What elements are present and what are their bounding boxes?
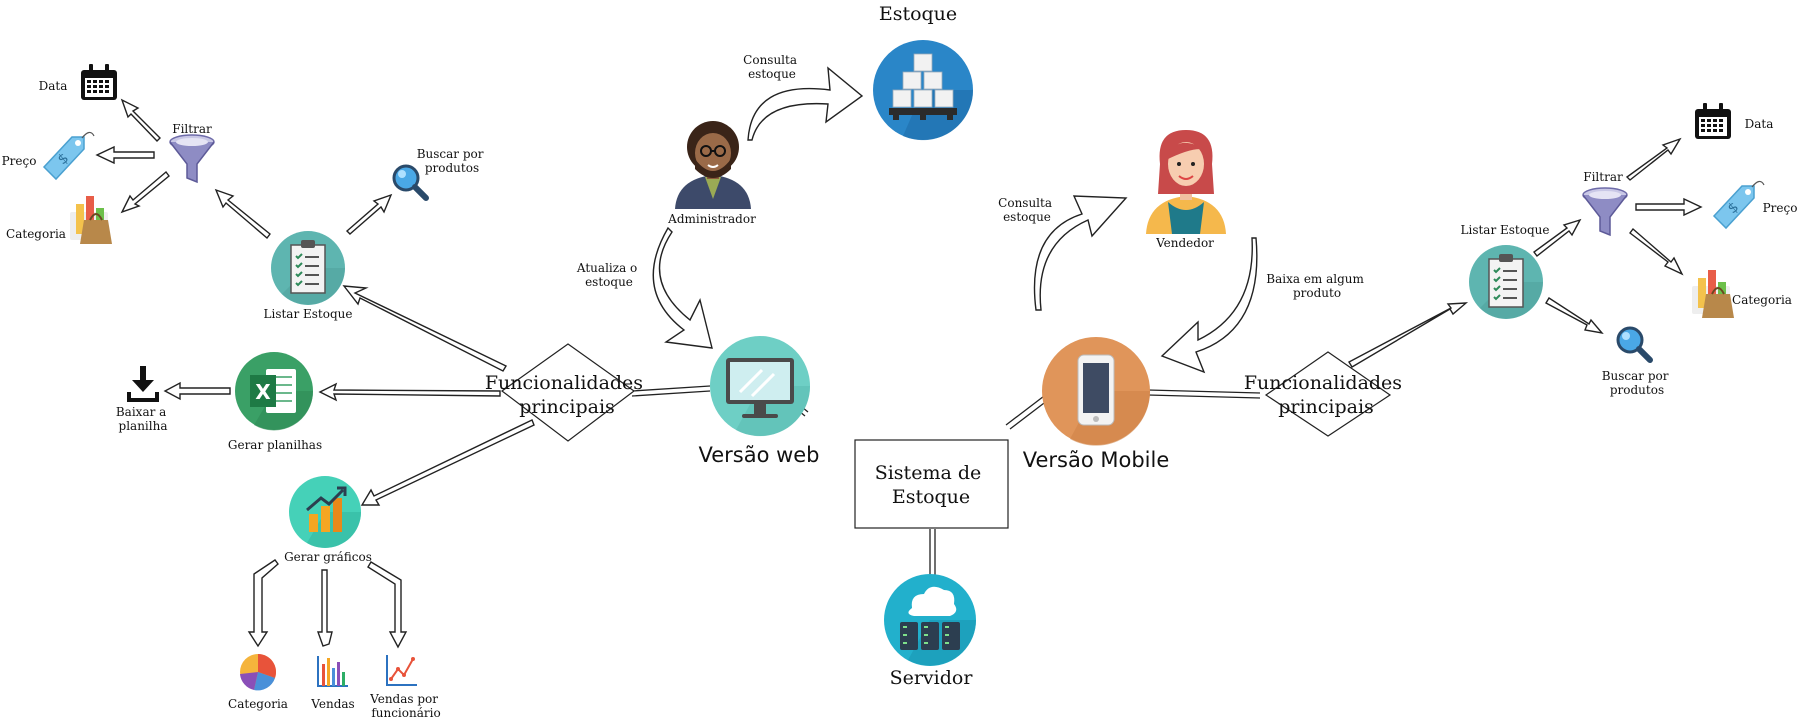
excel-icon: X [235, 352, 314, 431]
left-gerar-graficos-label: Gerar gráficos [284, 550, 372, 564]
servidor-label: Servidor [890, 667, 974, 689]
func-left-label: Funcionalidades principais [485, 372, 649, 418]
diamond-right [1264, 351, 1392, 437]
atualiza-estoque-label: Atualiza o estoque [576, 261, 641, 289]
right-categoria-label: Categoria [1732, 293, 1792, 307]
diamond-left [500, 343, 636, 442]
estoque-title: Estoque [879, 3, 957, 25]
left-preco-label: Preço [2, 154, 37, 168]
monitor-icon [710, 336, 811, 437]
left-gerar-planilhas-label: Gerar planilhas [228, 438, 322, 452]
magnifier-icon [394, 166, 426, 198]
bar-chart-small-icon [317, 656, 348, 687]
arrows [95, 66, 1703, 649]
chart-vendas-label: Vendas [310, 697, 354, 711]
left-buscar-label: Buscar por produtos [417, 147, 488, 175]
boxes-icon [873, 40, 974, 141]
price-tag-icon-right [1713, 180, 1765, 229]
consulta-estoque-vend-label: Consulta estoque [998, 196, 1056, 224]
administrator-avatar [675, 121, 751, 209]
right-listar-label: Listar Estoque [1461, 223, 1550, 237]
calendar-icon-right [1695, 103, 1731, 139]
bar-chart-icon [289, 476, 361, 548]
versao-mobile-label: Versão Mobile [1023, 448, 1170, 472]
calendar-icon [81, 64, 117, 100]
price-tag-icon [43, 131, 95, 180]
right-data-label: Data [1745, 117, 1774, 131]
line-chart-icon [386, 655, 417, 686]
left-data-label: Data [39, 79, 68, 93]
bag-icon [69, 195, 113, 245]
consulta-estoque-admin-label: Consulta estoque [743, 53, 801, 81]
versao-web-label: Versão web [698, 443, 819, 467]
left-listar-label: Listar Estoque [264, 307, 353, 321]
left-filtrar-label: Filtrar [172, 122, 212, 136]
sistema-label: Sistema de Estoque [875, 462, 988, 508]
chart-vendas-func-label: Vendas por funcionário [369, 692, 442, 719]
svg-text:X: X [255, 380, 271, 404]
vendedor-avatar [1146, 130, 1226, 234]
left-baixar-label: Baixar a planilha [116, 405, 170, 433]
right-preco-label: Preço [1763, 201, 1798, 215]
administrador-label: Administrador [667, 212, 756, 226]
vendedor-label: Vendedor [1155, 236, 1214, 250]
sistema-box [854, 439, 1009, 529]
funnel-icon [169, 134, 215, 183]
pie-chart-icon [240, 654, 277, 691]
func-right-label: Funcionalidades principais [1244, 372, 1408, 418]
funnel-icon-right [1582, 187, 1628, 236]
clipboard-icon [270, 230, 346, 306]
download-icon [127, 366, 159, 402]
bag-icon-right [1691, 269, 1735, 319]
right-buscar-label: Buscar por produtos [1602, 369, 1673, 397]
chart-categoria-label: Categoria [228, 697, 288, 711]
baixa-produto-label: Baixa em algum produto [1266, 272, 1367, 300]
phone-icon [1042, 337, 1151, 446]
left-categoria-label: Categoria [6, 227, 66, 241]
clipboard-icon-right [1468, 244, 1544, 320]
right-filtrar-label: Filtrar [1583, 170, 1623, 184]
cloud-server-icon [884, 574, 976, 666]
magnifier-icon-right [1618, 328, 1650, 360]
